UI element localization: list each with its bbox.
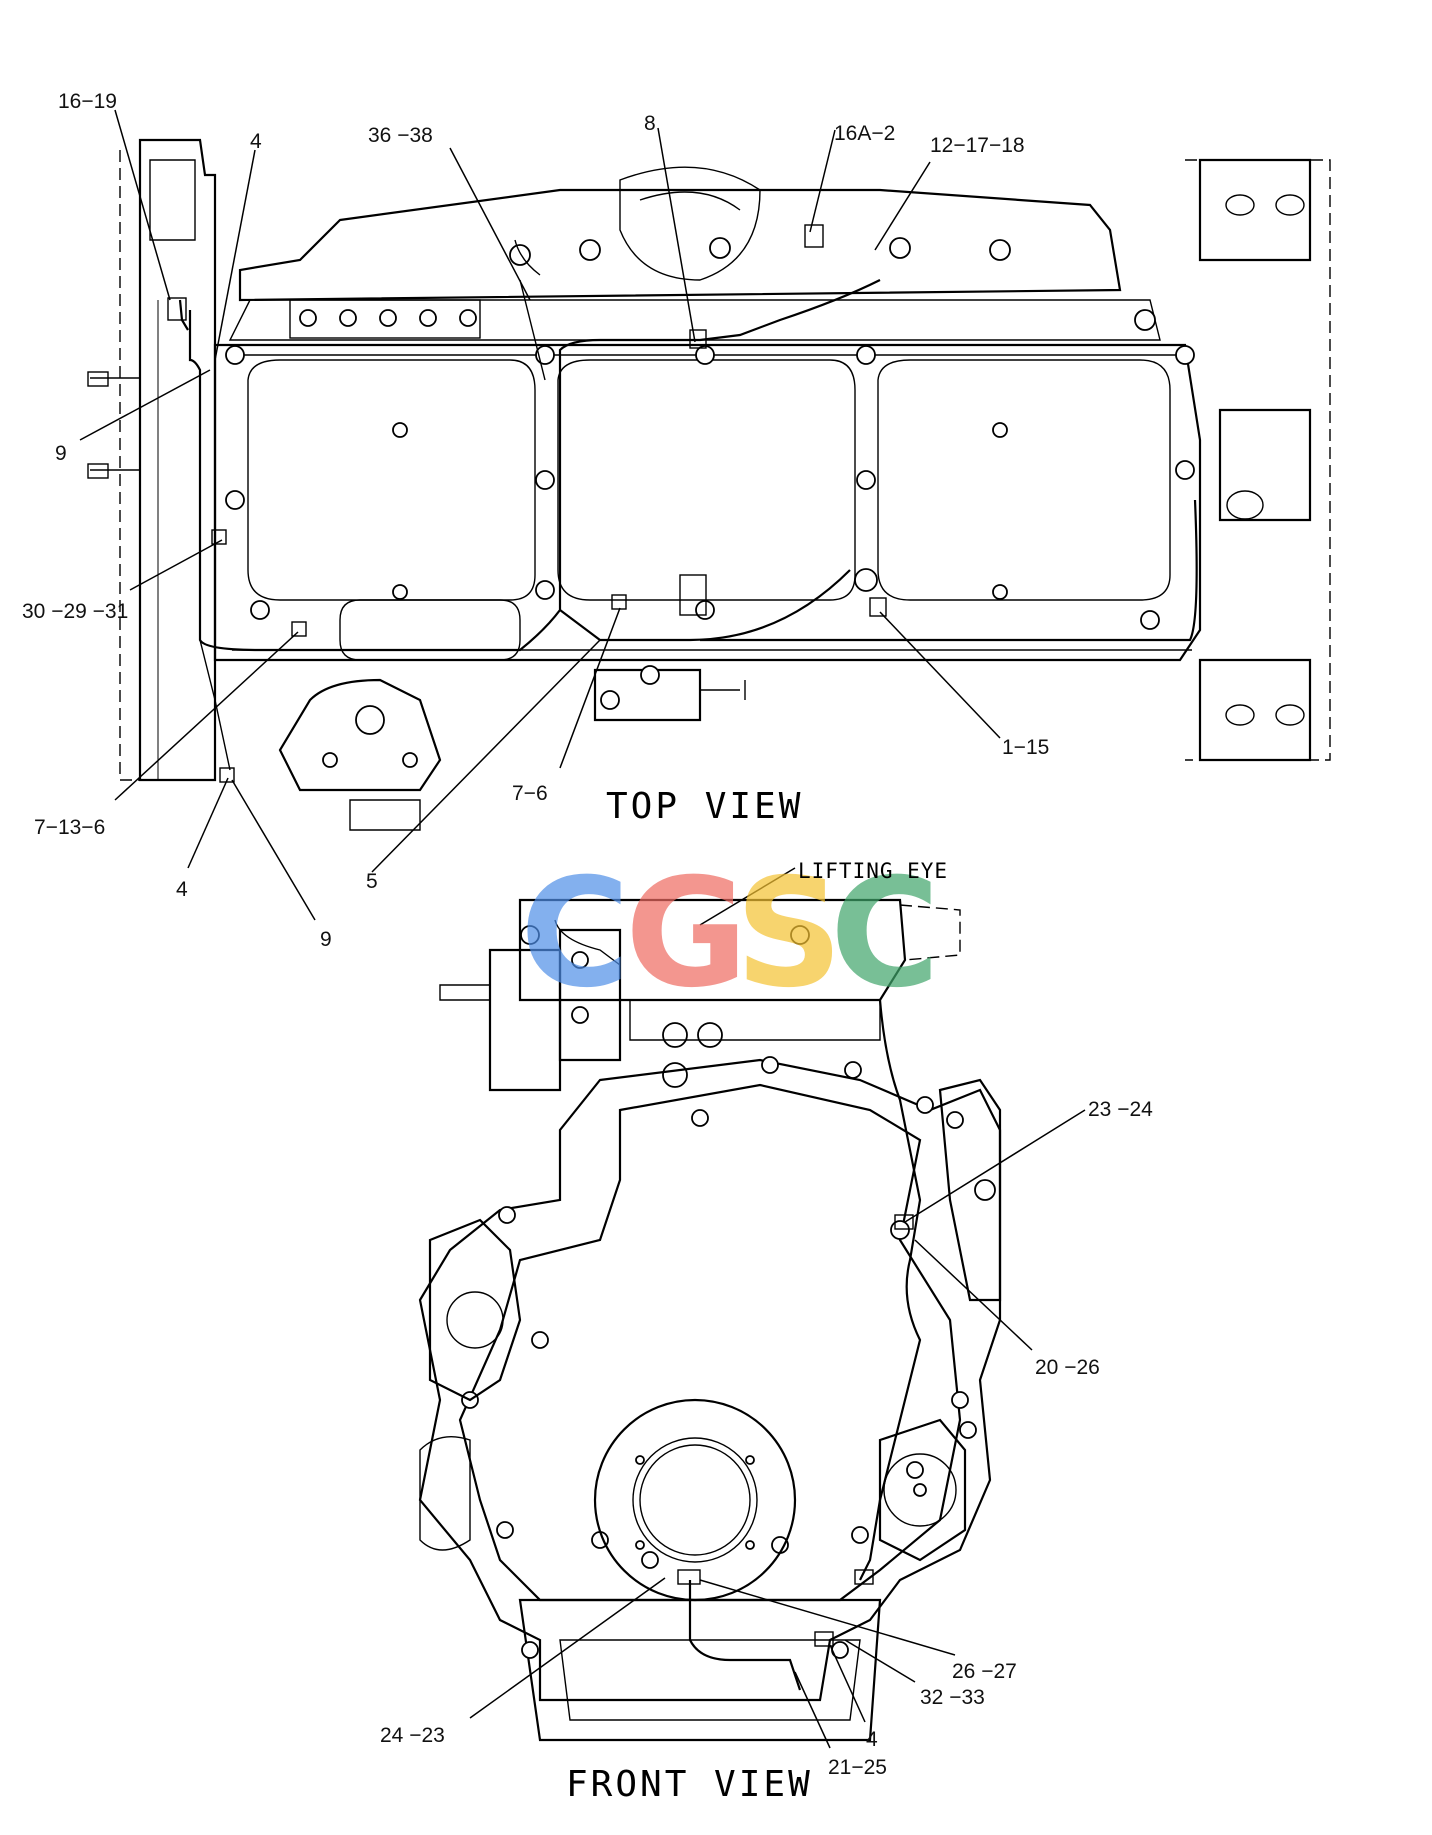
callout-12-17-18: 12−17−18 [930,134,1025,157]
front-view-drawing [418,898,1002,1742]
watermark-letter-2: G [625,847,748,1021]
callout-4-bottom: 4 [176,878,188,901]
front-view-callouts: 23 −24 20 −26 26 −27 32 −33 24 −23 4 21−… [380,1098,1153,1779]
top-view-callouts: 16−19 4 36 −38 8 16A−2 12−17−18 9 30 −29… [22,90,1049,951]
callout-32-33: 32 −33 [920,1686,985,1709]
callout-24-23: 24 −23 [380,1724,445,1747]
top-view-drawing [87,138,1331,831]
callout-9-bottom: 9 [320,928,332,951]
top-view-title: TOP VIEW [606,786,803,827]
callout-8: 8 [644,112,656,135]
callout-4-top: 4 [250,130,262,153]
callout-36-38: 36 −38 [368,124,433,147]
callout-9-left: 9 [55,442,67,465]
front-view-leaders [469,867,1086,1749]
front-view-title: FRONT VIEW [566,1764,813,1805]
watermark-logo: C G S C [520,847,940,1021]
callout-16-19: 16−19 [58,90,117,113]
callout-21-25: 21−25 [828,1756,887,1779]
callout-4-front: 4 [866,1728,878,1751]
callout-16a-2: 16A−2 [834,122,895,145]
lifting-eye-label: LIFTING EYE [798,859,948,883]
callout-7-13-6: 7−13−6 [34,816,105,839]
watermark-letter-4: C [830,847,940,1021]
callout-5: 5 [366,870,378,893]
callout-7-6: 7−6 [512,782,548,805]
top-view-leaders [79,109,1001,921]
callout-20-26: 20 −26 [1035,1356,1100,1379]
callout-1-15: 1−15 [1002,736,1049,759]
callout-26-27: 26 −27 [952,1660,1017,1683]
callout-30-29-31: 30 −29 −31 [22,600,128,623]
watermark-letter-1: C [520,847,630,1021]
callout-23-24: 23 −24 [1088,1098,1153,1121]
watermark-letter-3: S [735,847,843,1021]
